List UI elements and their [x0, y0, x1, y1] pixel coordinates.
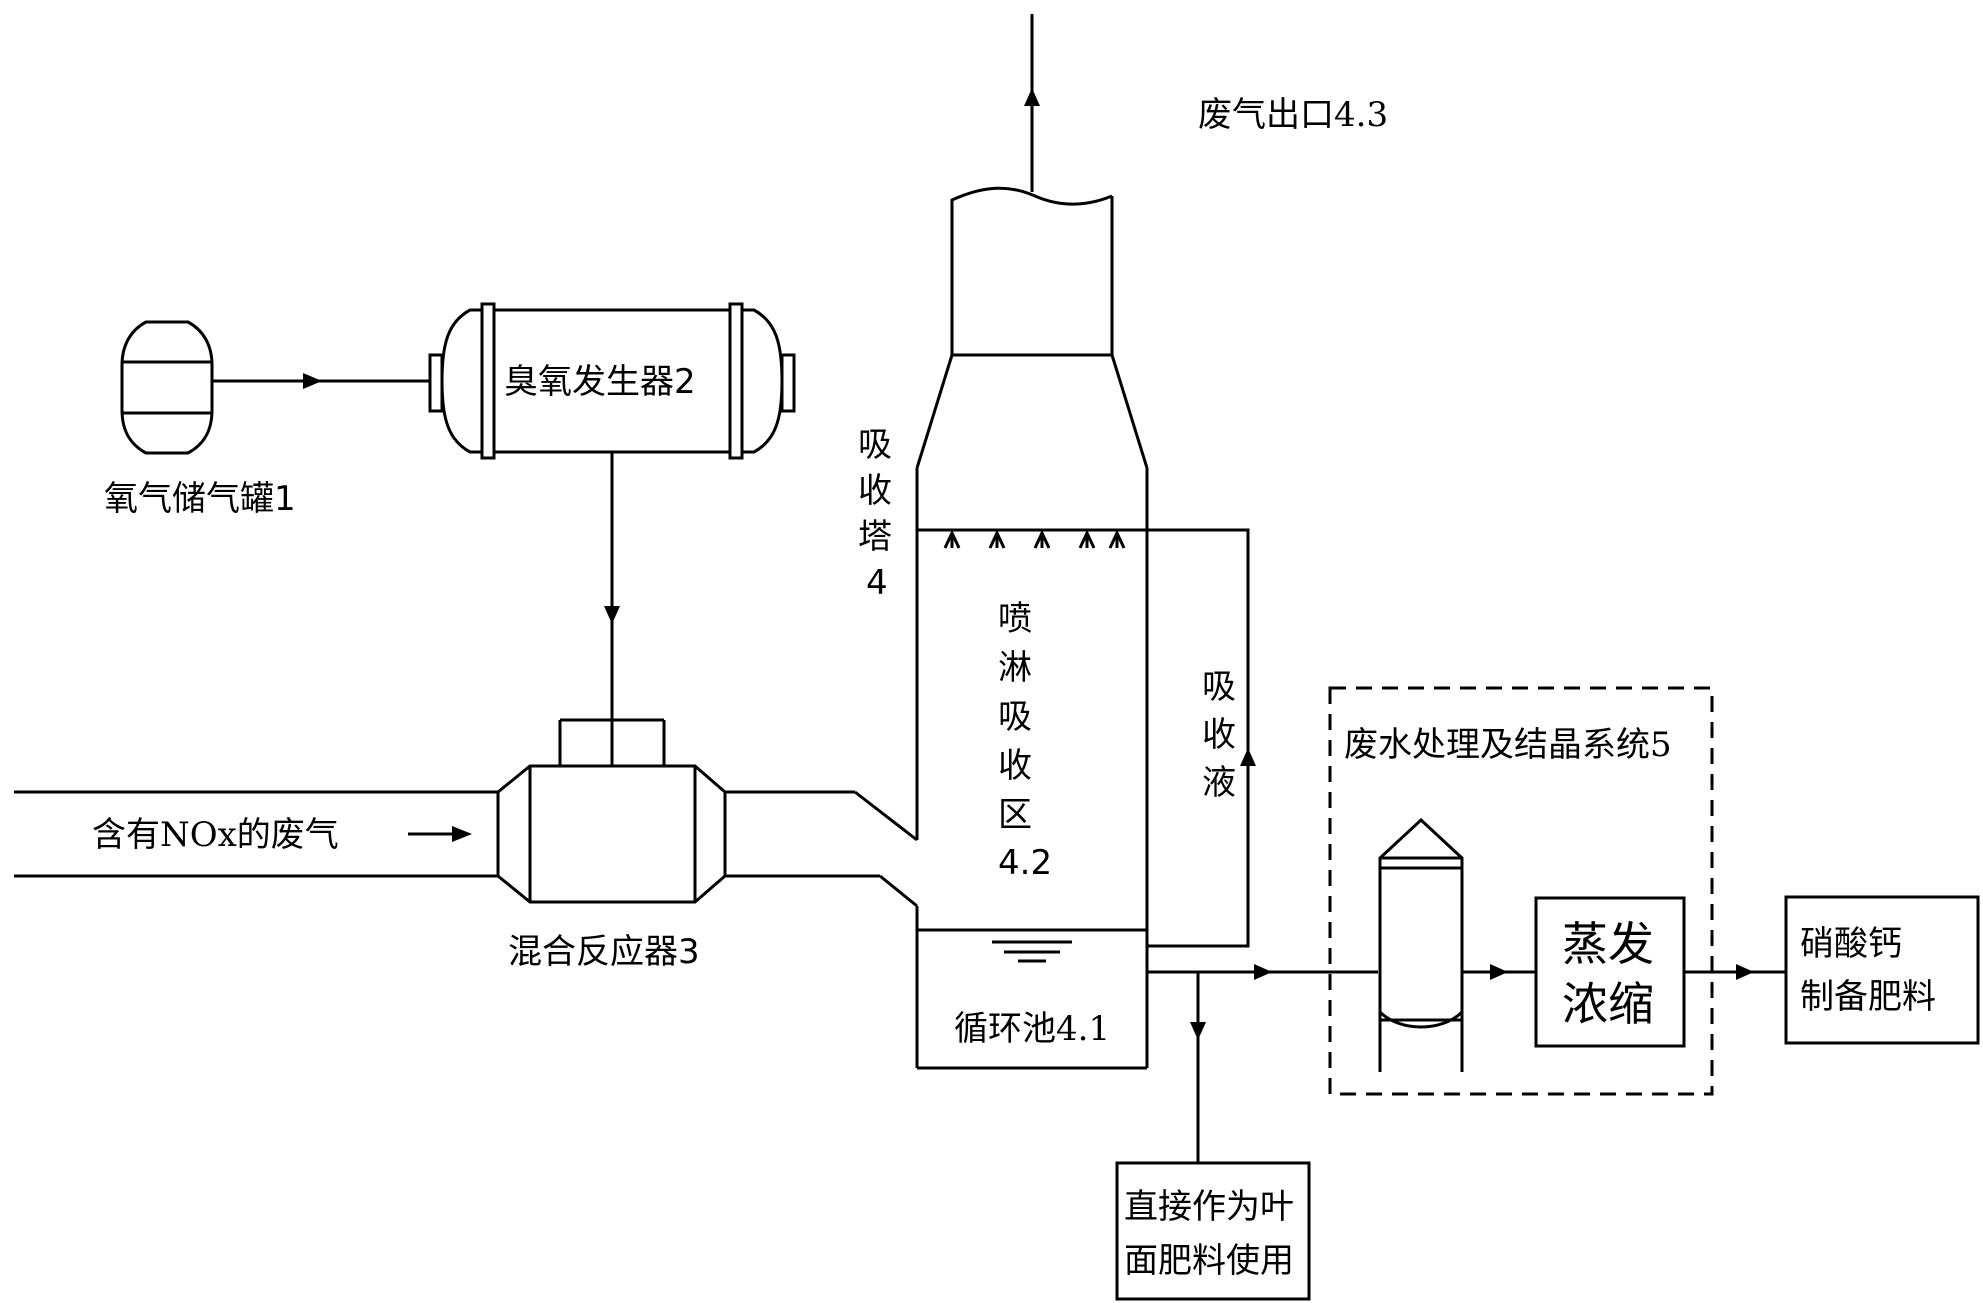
svg-text:吸: 吸	[998, 697, 1032, 737]
fertilizer-product-line1: 硝酸钙	[1800, 924, 1902, 964]
oxygen-feed-pipe	[212, 373, 430, 389]
ozone-generator	[428, 302, 796, 460]
foliar-fertilizer-box	[1115, 1161, 1311, 1301]
evaporation-label-line2: 浓缩	[1562, 977, 1654, 1031]
foliar-fertilizer-line2: 面肥料使用	[1124, 1241, 1294, 1281]
svg-text:区: 区	[998, 795, 1032, 835]
svg-text:4: 4	[866, 563, 888, 603]
svg-text:塔: 塔	[858, 517, 892, 557]
absorption-tower-label: 吸 收 塔 4	[858, 425, 892, 603]
reactor-outlet-duct	[725, 790, 918, 908]
foliar-fertilizer-line1: 直接作为叶	[1124, 1187, 1294, 1227]
absorption-tower	[915, 186, 1149, 1070]
pool-outlet-line	[1147, 964, 1378, 1163]
absorbent-recirculation-line	[1147, 528, 1256, 948]
water-level-symbol	[992, 940, 1072, 963]
oxygen-storage-tank	[120, 320, 214, 455]
mixing-reactor	[496, 764, 727, 904]
inlet-gas-label: 含有NOx的废气	[92, 815, 339, 855]
ozone-generator-label: 臭氧发生器2	[504, 362, 696, 402]
oxygen-tank-label: 氧气储气罐1	[104, 479, 296, 519]
evaporator-to-product-line	[1684, 964, 1786, 980]
exhaust-pipe	[1024, 14, 1040, 192]
wastewater-system-boundary	[1328, 686, 1714, 1096]
svg-text:收: 收	[1202, 715, 1236, 755]
wastewater-system-label: 废水处理及结晶系统5	[1344, 725, 1672, 765]
exhaust-outlet-label: 废气出口4.3	[1198, 95, 1388, 135]
crystallizer-to-evaporator-line	[1462, 964, 1536, 980]
circulation-pool-label: 循环池4.1	[954, 1009, 1110, 1049]
mixing-reactor-label: 混合反应器3	[508, 932, 700, 972]
crystallizer-vessel	[1378, 817, 1464, 1072]
svg-text:4.2: 4.2	[998, 843, 1052, 883]
svg-text:淋: 淋	[998, 648, 1032, 688]
svg-text:收: 收	[998, 746, 1032, 786]
ozone-feed-pipe	[555, 452, 669, 789]
evaporation-label-line1: 蒸发	[1562, 917, 1654, 971]
svg-text:吸: 吸	[1202, 667, 1236, 707]
calcium-nitrate-fertilizer-box	[1784, 895, 1980, 1045]
evaporation-concentration-box	[1534, 896, 1686, 1048]
absorbent-liquid-label: 吸 收 液	[1202, 667, 1236, 803]
fertilizer-product-line2: 制备肥料	[1800, 977, 1936, 1017]
spray-nozzles	[943, 529, 1126, 549]
svg-text:收: 收	[858, 471, 892, 511]
svg-text:吸: 吸	[858, 425, 892, 465]
spray-zone-label: 喷 淋 吸 收 区 4.2	[998, 599, 1052, 883]
svg-text:喷: 喷	[998, 599, 1032, 639]
svg-text:液: 液	[1202, 763, 1236, 803]
inlet-duct	[14, 790, 498, 878]
